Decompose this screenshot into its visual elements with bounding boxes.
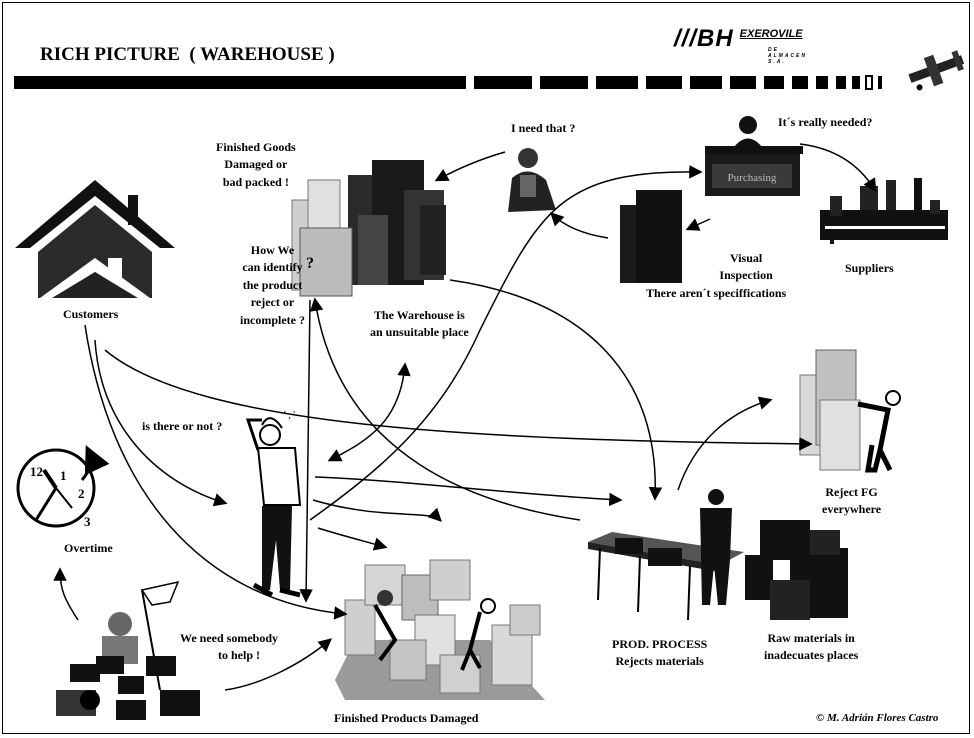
copyright-text: © M. Adrián Flores Castro: [816, 712, 938, 724]
label-line: inadecuates places: [764, 647, 858, 664]
label-reject-fg: Reject FG everywhere: [822, 484, 881, 519]
label-line: can identify: [240, 259, 305, 276]
label-line: Finished Goods: [216, 139, 296, 156]
house-icon: [15, 180, 175, 298]
label-need-help: We need somebody to help !: [180, 630, 278, 665]
factory-icon: [820, 178, 948, 244]
label-line: PROD. PROCESS: [612, 636, 707, 653]
label-overtime: Overtime: [64, 540, 113, 557]
warehouse-boxes-icon: ?: [292, 160, 446, 296]
label-how-identify: How We can identify the product reject o…: [240, 242, 305, 329]
label-line: Inspection: [646, 267, 786, 284]
damaged-products-pile-icon: [335, 560, 545, 700]
label-finished-goods: Finished Goods Damaged or bad packed !: [216, 139, 296, 191]
worker-pushing-icon: [858, 391, 900, 470]
label-line: everywhere: [822, 501, 881, 518]
label-line: reject or: [240, 294, 305, 311]
label-i-need-that: I need that ?: [511, 120, 575, 137]
clock-3: 3: [84, 514, 91, 529]
label-line: Visual: [646, 250, 786, 267]
production-line-icon: [588, 489, 848, 620]
flow-arrows: [60, 144, 875, 690]
label-customers: Customers: [63, 306, 118, 323]
airplane-icon: [905, 46, 968, 93]
header-bar: [14, 76, 882, 89]
label-is-there-or-not: is there or not ?: [142, 418, 222, 435]
label-line: the product: [240, 277, 305, 294]
label-line: incomplete ?: [240, 312, 305, 329]
purchasing-sign-text: Purchasing: [728, 172, 777, 184]
label-warehouse: The Warehouse is an unsuitable place: [370, 307, 469, 342]
label-raw-materials: Raw materials in inadecuates places: [764, 630, 858, 665]
question-mark-text: ?: [306, 255, 314, 272]
reject-boxes-icon: [800, 350, 860, 470]
clock-12: 12: [30, 464, 43, 479]
label-prod-process: PROD. PROCESS Rejects materials: [612, 636, 707, 671]
label-line: Damaged or: [216, 156, 296, 173]
clock-icon: 12 1 2 3: [18, 450, 94, 529]
clock-2: 2: [78, 486, 85, 501]
label-line: bad packed !: [216, 174, 296, 191]
label-line: The Warehouse is: [370, 307, 469, 324]
worker-flag-icon: [56, 582, 200, 720]
label-line: How We: [240, 242, 305, 259]
label-visual-inspection: Visual Inspection There aren´t speciffic…: [646, 250, 786, 302]
person-reading-icon: [508, 148, 556, 212]
label-line: Reject FG: [822, 484, 881, 501]
label-really-needed: It´s really needed?: [778, 114, 872, 131]
label-line: to help !: [180, 647, 278, 664]
label-line: Raw materials in: [764, 630, 858, 647]
label-line: There aren´t speciffications: [646, 285, 786, 302]
svg-text:' , ': ' , ': [284, 410, 295, 421]
confused-person-icon: ' , ': [248, 410, 300, 595]
label-suppliers: Suppliers: [845, 260, 894, 277]
label-line: an unsuitable place: [370, 324, 469, 341]
label-line: We need somebody: [180, 630, 278, 647]
clock-1: 1: [60, 468, 67, 483]
label-finished-products-damaged: Finished Products Damaged: [334, 710, 478, 727]
label-line: Rejects materials: [612, 653, 707, 670]
